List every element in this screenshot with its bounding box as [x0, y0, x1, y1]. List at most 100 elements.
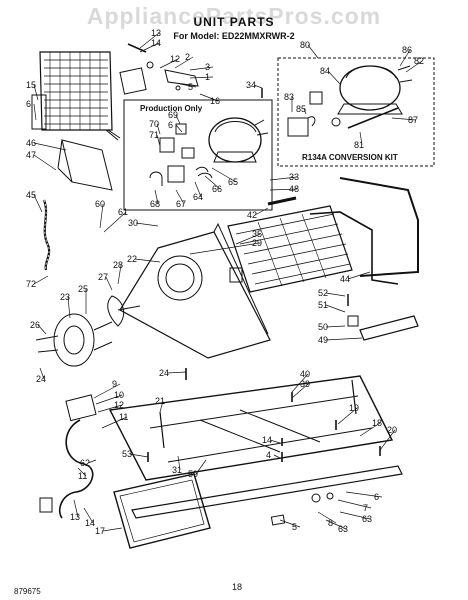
callout-leader-line: [154, 189, 159, 205]
callout-87: 87: [391, 115, 418, 125]
callout-number: 80: [300, 40, 310, 50]
callout-leader-line: [189, 76, 214, 79]
callout-11: 11: [77, 467, 87, 481]
callout-9: 9: [93, 379, 121, 399]
callout-51: 51: [318, 300, 346, 313]
callout-82: 82: [405, 56, 424, 73]
callout-leader-line: [279, 519, 301, 528]
callout-1: 1: [189, 72, 214, 82]
callout-8: 8: [317, 511, 337, 528]
fasteners: [147, 368, 381, 462]
callout-leader-line: [33, 84, 39, 101]
callout-number: 6: [26, 99, 31, 109]
callout-number: 15: [26, 80, 36, 90]
callout-leader-line: [135, 222, 159, 227]
callout-number: 14: [85, 518, 95, 528]
callout-leader-line: [99, 203, 104, 229]
small-parts-top: [119, 43, 263, 98]
callout-leader-line: [105, 276, 113, 291]
callout-leader-line: [83, 507, 94, 524]
callout-number: 59: [188, 469, 198, 479]
callout-81: 81: [354, 131, 364, 150]
callout-45: 45: [26, 190, 43, 213]
production-only-box: [123, 99, 273, 211]
callout-number: 3: [205, 62, 210, 72]
callout-23: 23: [60, 292, 71, 319]
callout-number: 11: [78, 471, 87, 481]
callout-25: 25: [78, 284, 88, 314]
callout-leader-line: [159, 58, 179, 69]
callout-66: 66: [204, 175, 222, 194]
callout-44: 44: [340, 271, 371, 284]
callout-number: 66: [212, 184, 222, 194]
callout-11: 11: [101, 412, 128, 429]
callout-leader-line: [269, 188, 298, 191]
callout-33: 33: [269, 172, 299, 182]
callout-leader-line: [327, 70, 341, 85]
callout-leader-line: [93, 383, 121, 399]
callout-60: 60: [95, 199, 105, 229]
callout-number: 27: [98, 272, 108, 282]
callout-leader-line: [73, 499, 79, 518]
callout-leader-line: [33, 142, 67, 151]
unit-lower-frame: [108, 375, 394, 481]
callout-leader-line: [175, 114, 181, 125]
callout-leader-line: [325, 304, 346, 313]
callout-number: 21: [155, 396, 165, 406]
callout-leader-line: [39, 367, 45, 380]
callout-85: 85: [296, 104, 307, 115]
power-cord: [39, 394, 97, 519]
callout-number: 39: [300, 379, 310, 389]
callout-16: 16: [199, 93, 220, 106]
callout-number: 2: [185, 52, 190, 62]
callout-leader-line: [317, 511, 337, 524]
callout-26: 26: [30, 320, 47, 335]
callout-50: 50: [318, 322, 346, 332]
callout-number: 69: [168, 110, 178, 120]
callout-63: 63: [325, 519, 348, 534]
callout-number: 12: [170, 54, 180, 64]
kit-relay-parts: [287, 91, 399, 137]
callout-53: 53: [122, 449, 149, 459]
callout-leader-line: [194, 181, 202, 198]
production-only-label: Production Only: [140, 104, 203, 113]
callout-83: 83: [284, 92, 294, 112]
callout-number: 63: [338, 524, 348, 534]
callout-leader-line: [391, 117, 417, 121]
callout-13: 13: [70, 499, 80, 522]
callout-leader-line: [399, 49, 411, 67]
callout-leader-line: [189, 66, 214, 71]
callout-number: 51: [318, 300, 328, 310]
callout-number: 40: [300, 369, 310, 379]
callout-number: 85: [296, 104, 306, 114]
callout-18: 18: [359, 418, 382, 437]
callout-leader-line: [97, 404, 123, 413]
callout-number: 35: [252, 229, 262, 239]
callout-leader-line: [253, 84, 263, 89]
callout-leader-line: [235, 233, 261, 245]
watermark-text: AppliancePartsPros.com: [86, 3, 382, 29]
callout-84: 84: [320, 66, 341, 85]
callout-number: 12: [114, 400, 124, 410]
callout-20: 20: [379, 425, 397, 451]
callout-leader-line: [347, 271, 371, 280]
right-bracket-parts: [347, 294, 419, 341]
callout-leader-line: [174, 56, 194, 69]
callout-leader-line: [33, 154, 57, 171]
callout-leader-line: [156, 123, 161, 135]
callout-leader-line: [102, 527, 123, 532]
callout-number: 34: [246, 80, 256, 90]
model-line: For Model: ED22MMXRWR-2: [173, 31, 295, 41]
callout-24: 24: [36, 367, 46, 384]
callout-number: 29: [252, 238, 262, 248]
callout-number: 16: [210, 96, 220, 106]
callout-leader-line: [101, 416, 128, 429]
callout-leader-line: [129, 453, 149, 458]
callout-leader-line: [139, 32, 160, 49]
callout-leader-line: [77, 467, 87, 477]
callout-number: 48: [289, 184, 299, 194]
callout-68: 68: [150, 189, 160, 209]
callout-19: 19: [337, 403, 359, 425]
callout-28: 28: [113, 260, 123, 285]
